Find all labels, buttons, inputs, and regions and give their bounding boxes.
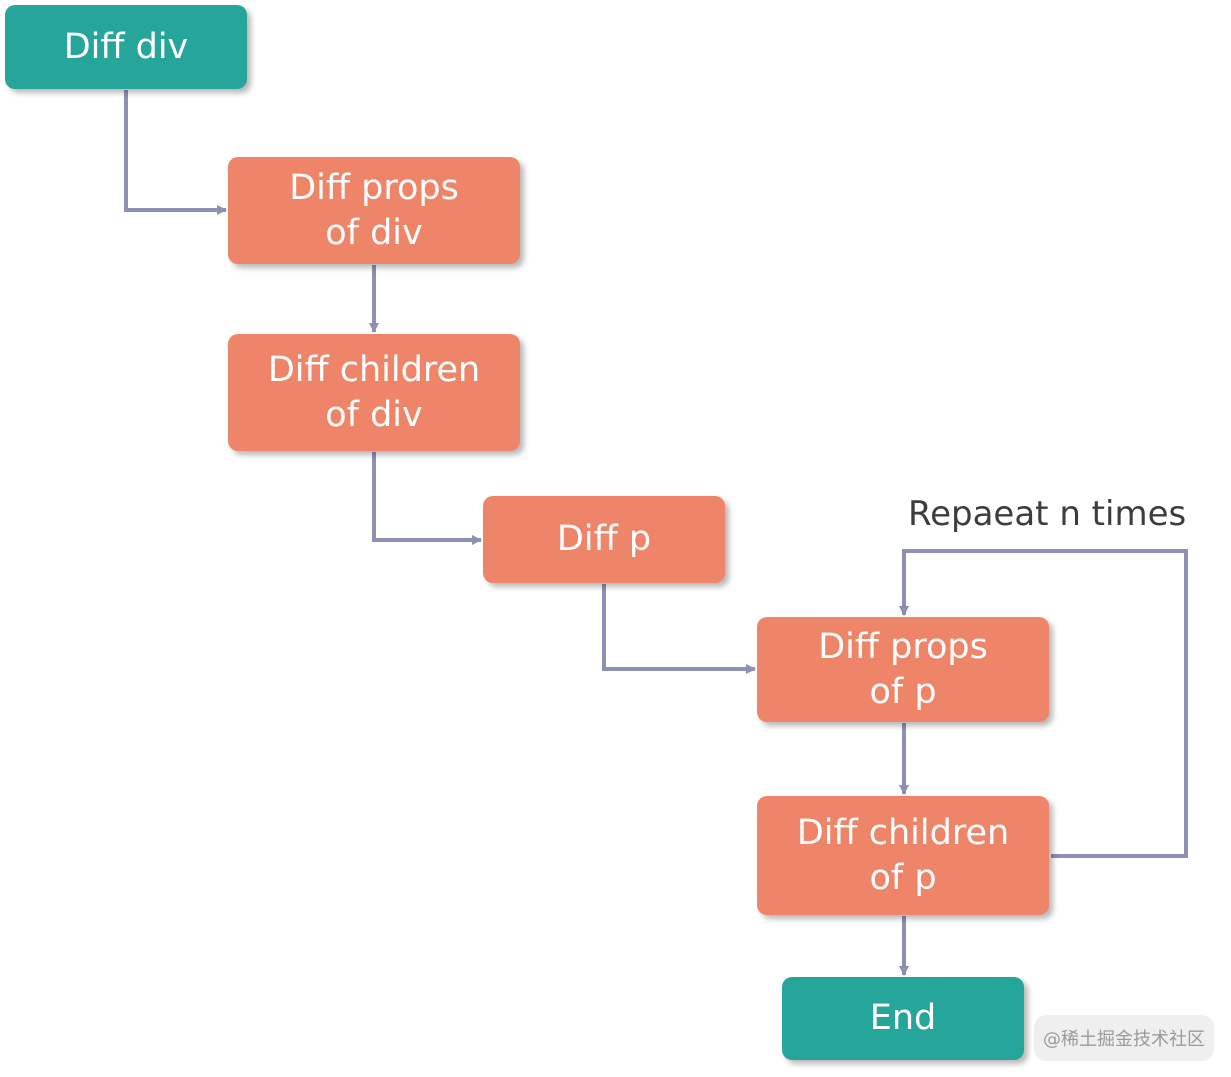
node-diff-props-of-div-label: Diff props of div [289, 167, 459, 253]
node-diff-props-of-p: Diff props of p [757, 617, 1049, 722]
node-diff-div: Diff div [5, 5, 247, 89]
node-end: End [782, 977, 1024, 1060]
node-diff-children-of-p-label: Diff children of p [796, 812, 1010, 898]
edge-div-to-props-div [124, 90, 227, 215]
edge-diff-p-to-props-p [602, 584, 756, 674]
node-diff-p-label: Diff p [556, 519, 652, 559]
node-end-label: End [869, 998, 937, 1038]
loop-label: Repaeat n times [908, 494, 1187, 534]
node-diff-div-label: Diff div [63, 26, 189, 67]
watermark: @稀土掘金技术社区 [1034, 1015, 1214, 1061]
edge-children-div-to-diff-p [372, 452, 482, 545]
node-diff-children-of-div-label: Diff children of div [267, 349, 481, 435]
node-diff-children-of-div: Diff children of div [228, 334, 520, 451]
edge-repeat-loop [899, 549, 1188, 858]
node-diff-props-of-div: Diff props of div [228, 157, 520, 264]
node-diff-p: Diff p [483, 496, 725, 583]
node-diff-props-of-p-label: Diff props of p [818, 626, 988, 712]
node-diff-children-of-p: Diff children of p [757, 796, 1049, 915]
